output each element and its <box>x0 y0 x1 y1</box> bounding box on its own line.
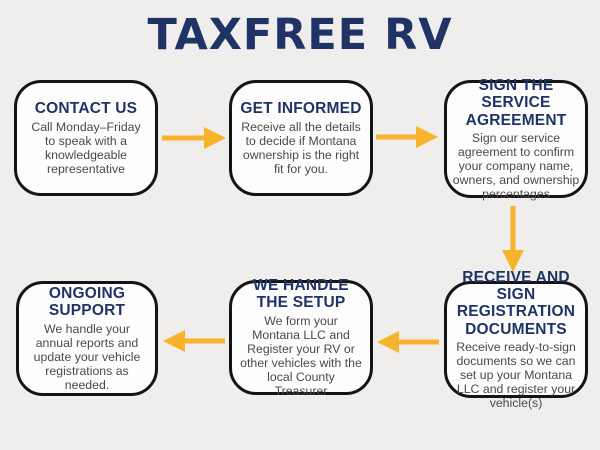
page-title: TAXFREE RV <box>147 10 453 60</box>
step-box-get-informed: GET INFORMED Receive all the details to … <box>229 80 373 196</box>
step-body: Sign our service agreement to confirm yo… <box>452 131 580 202</box>
step-body: Call Monday–Friday to speak with a knowl… <box>31 119 141 176</box>
step-box-ongoing-support: ONGOING SUPPORT We handle your annual re… <box>16 281 158 396</box>
step-box-sign-the-service-agreement: SIGN THE SERVICE AGREEMENT Sign our serv… <box>444 76 588 202</box>
step-box-receive-and-sign-registration-documents: RECEIVE AND SIGN REGISTRATION DOCUMENTS … <box>444 269 588 410</box>
step-body: We form your Montana LLC and Register yo… <box>240 313 362 398</box>
step-title: WE HANDLE THE SETUP <box>253 277 349 312</box>
step-title: ONGOING SUPPORT <box>48 285 126 320</box>
left-arrow-icon <box>163 330 225 352</box>
step-title: CONTACT US <box>34 100 138 118</box>
left-arrow-icon <box>377 331 439 353</box>
right-arrow-icon <box>162 127 226 149</box>
step-title: GET INFORMED <box>240 100 362 118</box>
step-body: Receive all the details to decide if Mon… <box>241 119 361 176</box>
down-arrow-icon <box>502 206 524 272</box>
step-box-contact-us: CONTACT US Call Monday–Friday to speak w… <box>14 80 158 196</box>
step-box-we-handle-the-setup: WE HANDLE THE SETUP We form your Montana… <box>229 277 373 398</box>
step-title: RECEIVE AND SIGN REGISTRATION DOCUMENTS <box>456 268 576 338</box>
right-arrow-icon <box>376 126 438 148</box>
step-body: Receive ready-to-sign documents so we ca… <box>456 340 576 411</box>
step-body: We handle your annual reports and update… <box>33 321 141 392</box>
step-title: SIGN THE SERVICE AGREEMENT <box>465 76 567 129</box>
